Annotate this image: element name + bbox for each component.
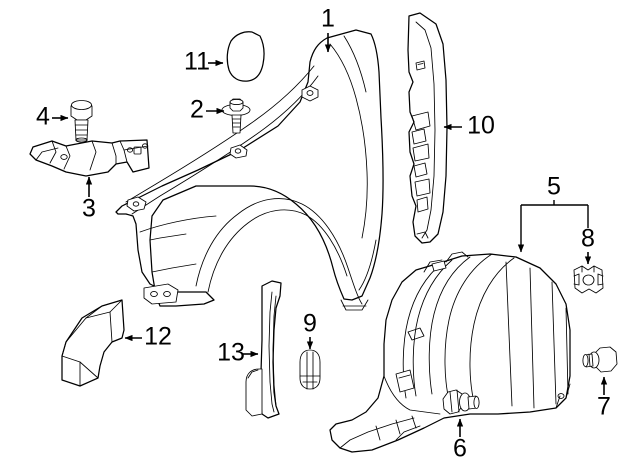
part-retainer-clip <box>573 265 604 294</box>
part-fender-panel <box>115 29 384 311</box>
callout-2-label: 2 <box>190 96 204 124</box>
callout-9: 9 <box>303 310 317 350</box>
callout-4-label: 4 <box>36 103 50 131</box>
callout-12: 12 <box>124 323 172 351</box>
callout-13-label: 13 <box>217 339 245 367</box>
callout-7: 7 <box>597 376 611 421</box>
part-insulator-block <box>61 299 125 387</box>
callout-1-label: 1 <box>321 5 335 33</box>
part-liner-bolt-lower <box>442 389 480 415</box>
callout-10: 10 <box>443 112 495 140</box>
callout-11: 11 <box>184 48 224 76</box>
callout-13: 13 <box>217 339 259 367</box>
callout-5-label: 5 <box>547 173 561 201</box>
part-oval-clip <box>299 349 321 390</box>
callout-7-label: 7 <box>597 393 611 421</box>
callout-10-label: 10 <box>467 112 495 140</box>
callout-1: 1 <box>321 5 335 53</box>
part-hex-bolt <box>70 100 93 143</box>
callout-4: 4 <box>36 103 69 131</box>
callout-11-label: 11 <box>184 48 210 76</box>
callout-6: 6 <box>453 418 467 463</box>
callout-9-label: 9 <box>303 310 317 338</box>
callout-5: 5 <box>517 173 589 253</box>
callout-12-label: 12 <box>144 323 172 351</box>
callout-3-label: 3 <box>82 195 96 223</box>
part-fender-bracket <box>29 139 150 177</box>
part-fender-filler-panel <box>407 12 448 244</box>
part-liner-bolt-rear <box>582 346 618 373</box>
part-access-cover-plug <box>226 31 265 82</box>
callout-8: 8 <box>581 225 595 265</box>
part-wheelhouse-liner <box>329 251 571 453</box>
part-seal-strip <box>245 280 282 419</box>
callout-3: 3 <box>82 176 96 223</box>
callout-6-label: 6 <box>453 435 467 463</box>
callout-2: 2 <box>190 96 225 124</box>
callout-8-label: 8 <box>581 225 595 253</box>
part-flange-bolt <box>221 98 251 134</box>
